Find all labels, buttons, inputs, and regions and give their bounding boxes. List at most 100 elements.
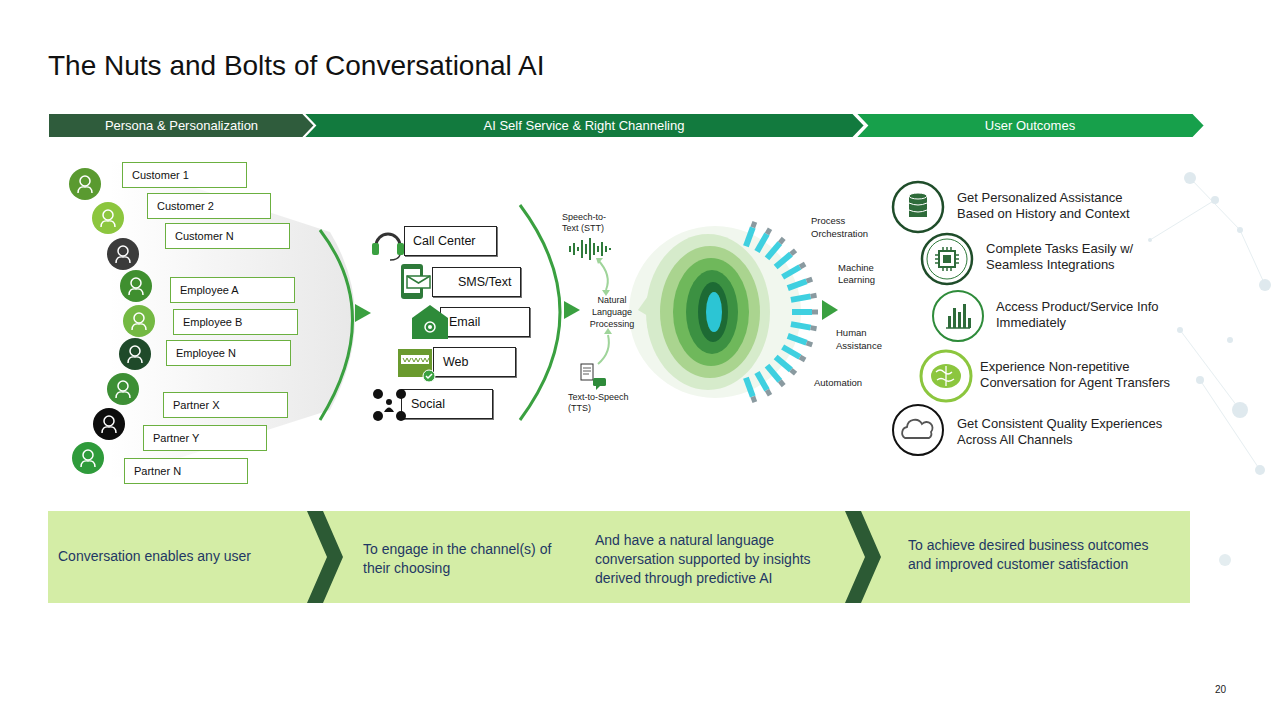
annotation-label: Text-to-Speech (TTS) — [568, 392, 640, 414]
node-text: Employee B — [183, 316, 242, 328]
sms-envelope — [407, 276, 430, 288]
annotation-label: Complete Tasks Easily w/ Seamless Integr… — [986, 241, 1171, 273]
avatar-circle — [107, 238, 139, 270]
outcome-icon-ring — [893, 182, 943, 232]
summary-band: Conversation enables any userTo engage i… — [48, 511, 1190, 603]
avatar-glyph — [116, 381, 130, 398]
network-line — [1150, 200, 1215, 240]
persona-avatar — [107, 373, 139, 405]
cable-body — [743, 226, 755, 247]
head-halo — [629, 226, 801, 398]
node-text: Call Center — [413, 234, 476, 248]
node-text: Social — [411, 397, 445, 411]
annotation-label: Get Consistent Quality Experiences Acros… — [957, 416, 1167, 448]
avatar-glyph — [129, 278, 143, 295]
network-dot — [1237, 227, 1243, 233]
wave-bar — [593, 243, 595, 255]
cable-body — [792, 309, 812, 315]
network-line — [1190, 178, 1240, 230]
annotation-label: Access Product/Service Info Immediately — [996, 299, 1191, 331]
avatar-glyph — [78, 176, 92, 193]
avatar-circle — [119, 338, 151, 370]
cable-plug — [799, 262, 807, 269]
flow-arrowhead — [822, 300, 838, 320]
avatar-circle — [92, 202, 124, 234]
cable-plug — [789, 248, 797, 256]
cable — [781, 344, 807, 362]
network-dot — [1219, 554, 1231, 566]
wave-bar — [585, 244, 587, 254]
cable-plug — [799, 355, 807, 362]
cable — [790, 292, 817, 302]
avatar-circle — [107, 373, 139, 405]
cable — [792, 309, 818, 315]
page-number: 20 — [1215, 684, 1239, 696]
node-text: Partner Y — [153, 432, 199, 444]
annotation-label: Human Assistance — [836, 326, 891, 352]
chevron-shape — [303, 113, 865, 138]
cable-body — [790, 321, 811, 330]
outcome-icon-ring — [921, 351, 971, 401]
cable-plug — [778, 379, 786, 387]
persona-avatar — [107, 238, 139, 270]
web-address-bar — [401, 355, 429, 364]
channel-box: SMS/Text — [432, 267, 521, 297]
node-text: Persona & Personalization — [105, 118, 258, 133]
annotation-label: Automation — [814, 377, 874, 389]
cable-plug — [789, 368, 797, 376]
brain-folds — [936, 366, 954, 386]
curved-arrow — [598, 260, 608, 290]
wave-bar — [597, 246, 599, 252]
database-icon — [909, 196, 927, 217]
annotation-label: Experience Non-repetitive Conversation f… — [980, 359, 1200, 391]
web-window — [398, 349, 432, 377]
persona-callout: Employee B — [173, 309, 298, 335]
flow-arrowhead — [564, 301, 580, 319]
web-check-mark — [426, 374, 432, 378]
node-text: SMS/Text — [458, 275, 512, 289]
chevron-shape — [48, 113, 315, 138]
avatar-circle — [72, 442, 104, 474]
social-person-body — [384, 408, 394, 413]
annotation-label: Get Personalized Assistance Based on His… — [957, 190, 1157, 222]
node-text: Partner N — [134, 465, 181, 477]
avatar-glyph — [102, 416, 116, 433]
chip-core — [943, 255, 951, 263]
chart-axis — [946, 327, 970, 329]
channel-box: Social — [401, 389, 493, 419]
persona-avatar — [123, 305, 155, 337]
network-dot — [1227, 337, 1233, 343]
persona-avatar — [119, 338, 151, 370]
annotation-label: Speech-to-Text (STT) — [562, 212, 614, 234]
node-text: Employee A — [180, 284, 239, 296]
cable-plug — [810, 325, 817, 331]
database-icon-lines — [909, 203, 927, 212]
network-line — [1180, 330, 1240, 410]
cable — [774, 355, 798, 376]
avatar-glyph — [128, 346, 142, 363]
document-lines — [583, 368, 591, 374]
avatar-glyph — [132, 313, 146, 330]
outcome-icon-ring — [922, 234, 972, 284]
curved-arrow-head — [596, 258, 603, 264]
outcome-icon-ring — [933, 291, 983, 341]
slide-title: The Nuts and Bolts of Conversational AI — [48, 50, 545, 82]
stage-chevron: Persona & Personalization — [48, 113, 315, 138]
node-text: Web — [443, 355, 468, 369]
head-layer — [673, 258, 749, 366]
network-dot — [1211, 196, 1219, 204]
cable-body — [765, 364, 782, 383]
stage-chevron: AI Self Service & Right Channeling — [303, 113, 865, 138]
persona-callout: Partner N — [124, 458, 248, 484]
wave-bar — [569, 246, 571, 252]
persona-callout: Customer 2 — [147, 193, 271, 219]
annotation-label: Natural Language Processing — [582, 294, 642, 330]
network-dot — [1148, 238, 1152, 242]
node-text: To achieve desired business outcomes and… — [908, 536, 1170, 574]
chip-icon — [939, 251, 955, 267]
stage-chevron: User Outcomes — [855, 113, 1205, 138]
persona-avatar — [93, 408, 125, 440]
channel-box: Email — [440, 307, 530, 337]
cable-body — [781, 344, 801, 359]
